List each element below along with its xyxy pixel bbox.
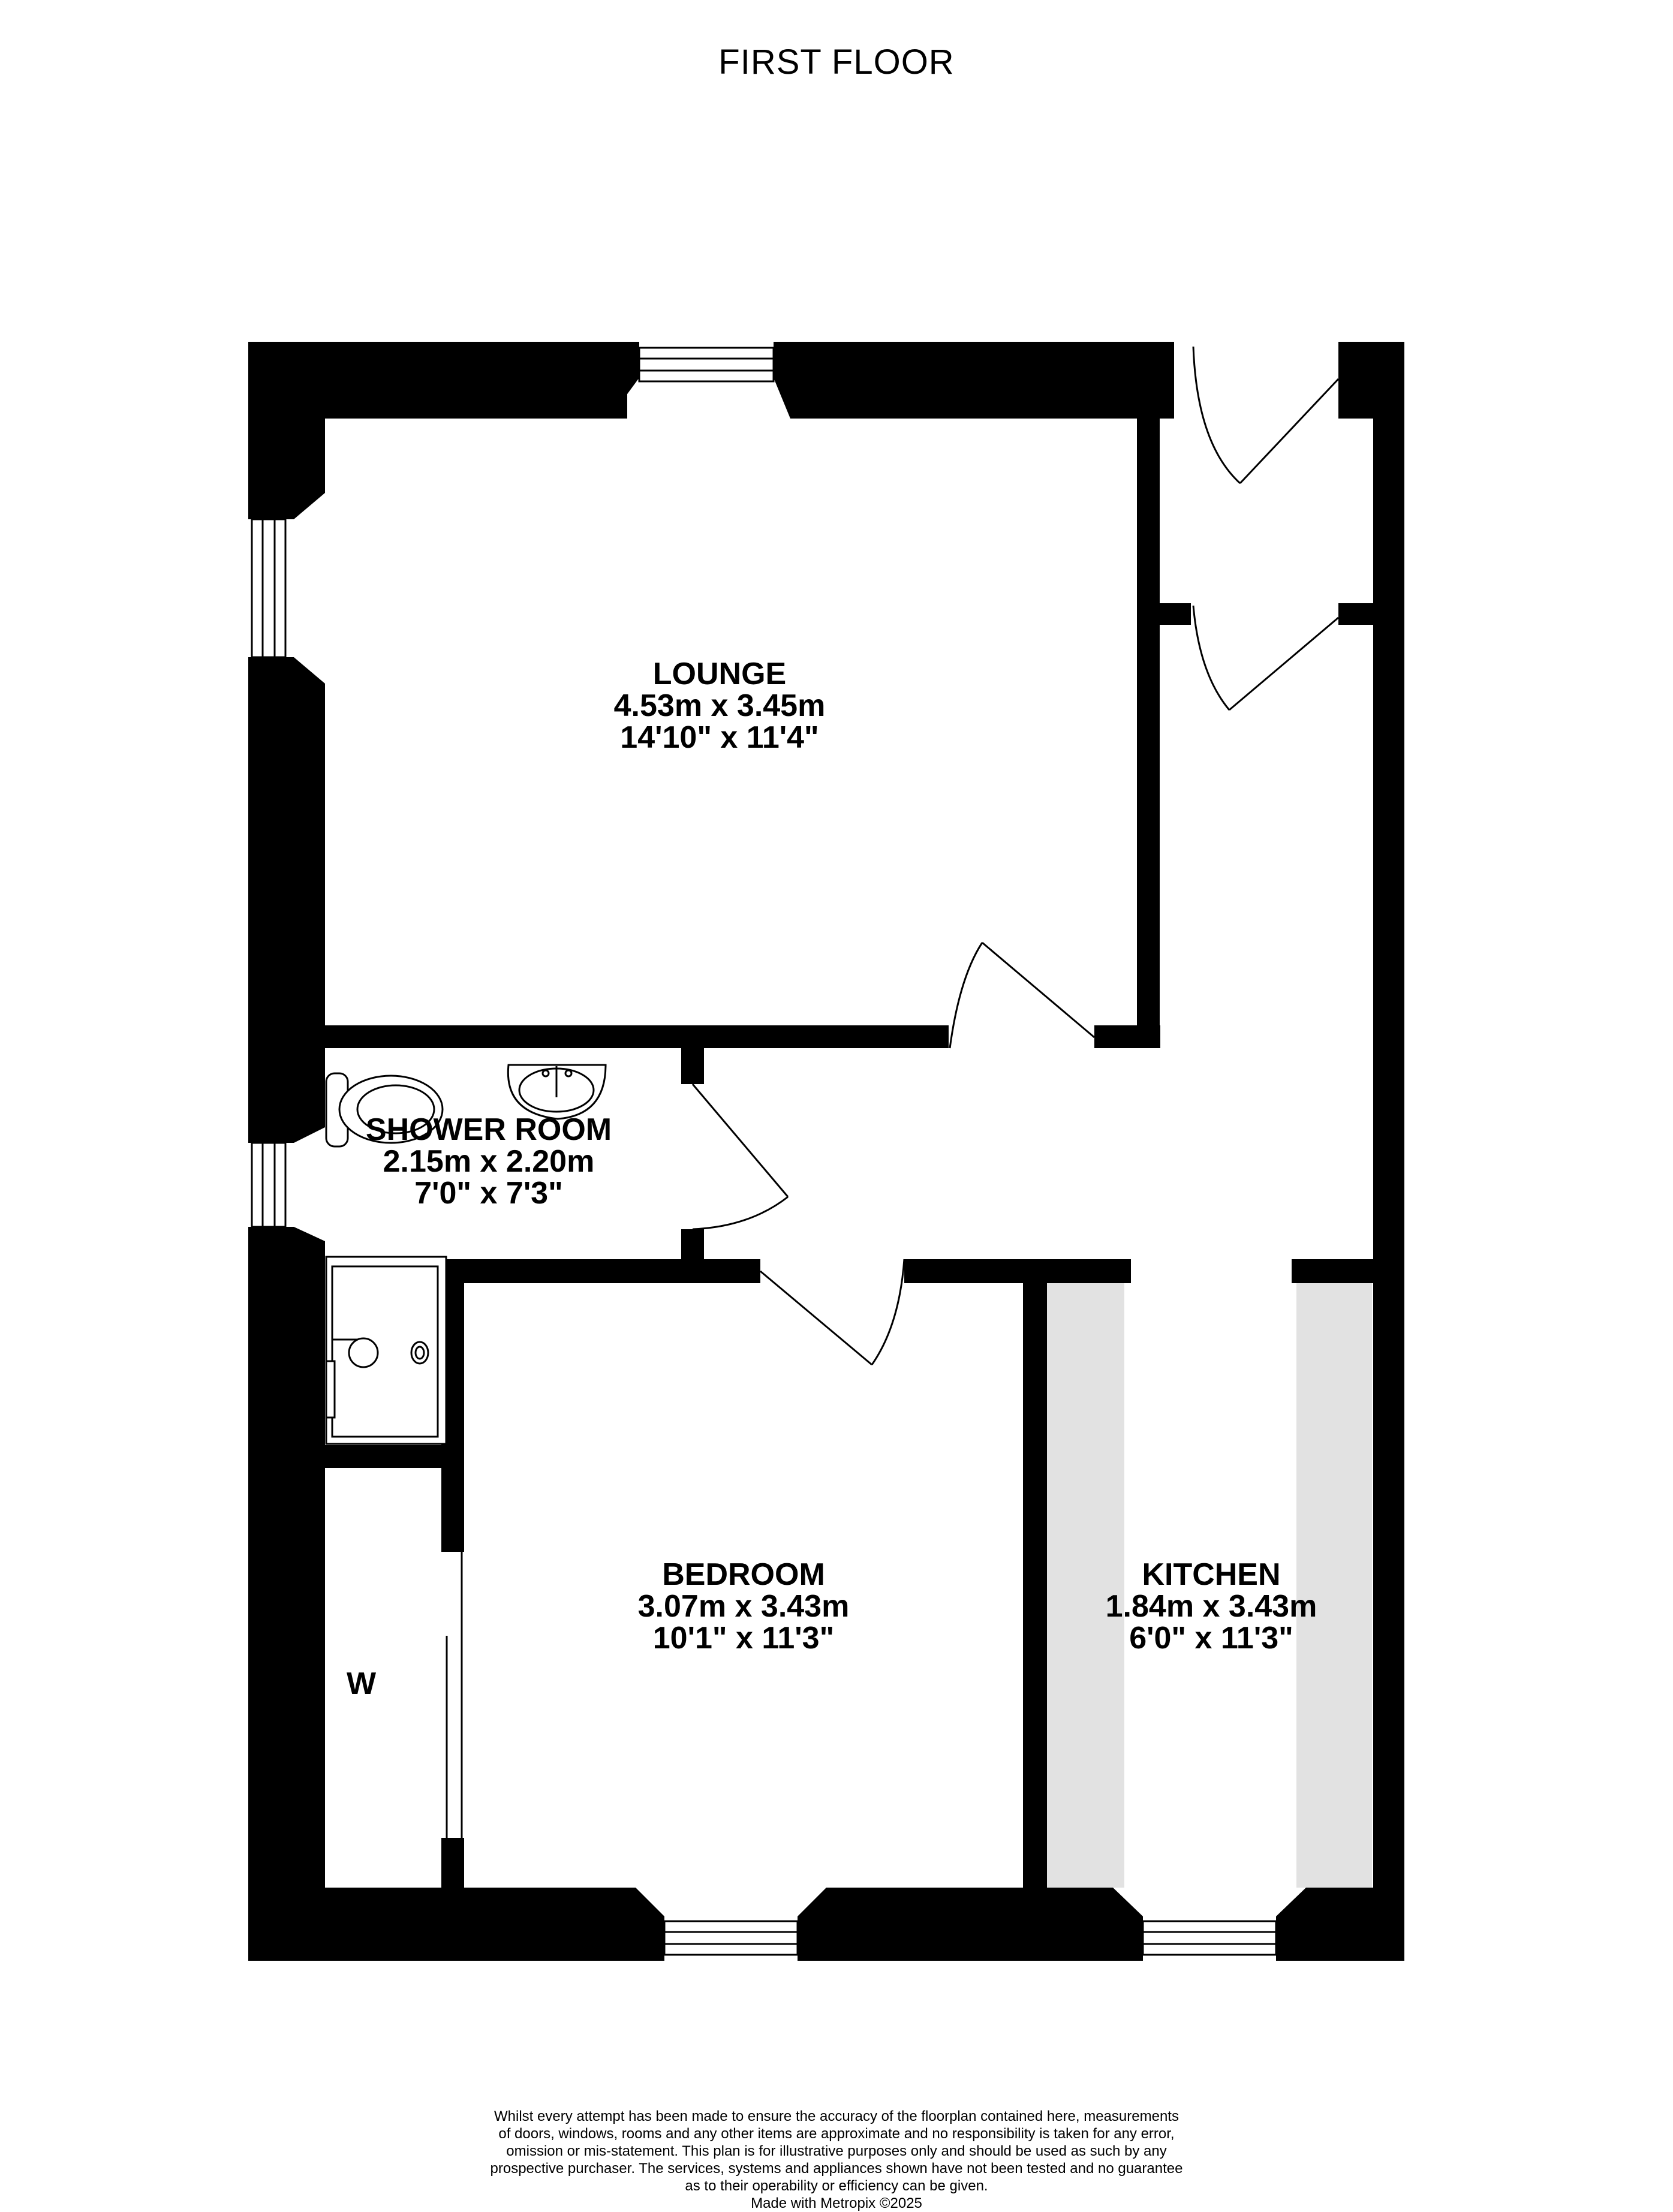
wall-wardrobe-top — [441, 1468, 464, 1552]
bedroom-metric: 3.07m x 3.43m — [637, 1589, 850, 1624]
wall-wardrobe-bottom — [441, 1838, 464, 1888]
wall-lounge-bottom — [325, 1025, 949, 1048]
kitchen-worktop-left — [1046, 1282, 1124, 1888]
disclaimer-line: as to their operability or efficiency ca… — [685, 2178, 988, 2194]
wall-bottom-c — [1306, 1888, 1404, 1961]
disclaimer-line: Made with Metropix ©2025 — [751, 2195, 922, 2211]
wall-lounge-right — [1137, 419, 1160, 1048]
disclaimer: Whilst every attempt has been made to en… — [0, 2108, 1673, 2212]
kitchen-metric: 1.84m x 3.43m — [1105, 1589, 1317, 1624]
shower-room-label: SHOWER ROOM 2.15m x 2.20m 7'0" x 7'3" — [348, 1112, 630, 1211]
door-bedroom — [760, 1259, 905, 1366]
lounge-imperial: 14'10" x 11'4" — [620, 720, 819, 756]
lounge-name: LOUNGE — [652, 657, 787, 691]
door-lounge — [949, 941, 1095, 1049]
window-reveals — [248, 342, 1306, 1961]
window-lounge-left — [251, 518, 287, 658]
disclaimer-line: omission or mis-statement. This plan is … — [506, 2143, 1167, 2159]
wall-hall-stub-right — [1338, 603, 1404, 625]
wall-left-c — [248, 1241, 325, 1961]
wardrobe-label: W — [347, 1666, 377, 1701]
shower-room-name: SHOWER ROOM — [365, 1112, 612, 1147]
wardrobe-doors — [446, 1552, 463, 1838]
wall-bottom-a — [248, 1888, 636, 1961]
door-hall — [1192, 605, 1339, 711]
wall-hall-stub-left — [1137, 603, 1191, 625]
wall-shower-bottom — [325, 1445, 464, 1468]
lounge-label: LOUNGE 4.53m x 3.45m 14'10" x 11'4" — [594, 658, 845, 754]
doors — [691, 346, 1340, 1366]
wall-left-b — [248, 684, 325, 1127]
wall-bedroom-top-a — [441, 1259, 760, 1283]
wash-basin — [507, 1064, 607, 1120]
disclaimer-line: of doors, windows, rooms and any other i… — [498, 2126, 1175, 2142]
window-kitchen-bottom — [1142, 1920, 1277, 1956]
wall-right — [1373, 342, 1404, 1961]
shower-tray — [325, 1256, 447, 1445]
walls — [248, 342, 1404, 1961]
shower-fixtures — [325, 1064, 607, 1445]
door-entrance — [1192, 346, 1340, 484]
disclaimer-line: Whilst every attempt has been made to en… — [494, 2108, 1179, 2124]
wall-bottom-b — [826, 1888, 1113, 1961]
kitchen-worktop-right — [1296, 1282, 1372, 1888]
kitchen-label: KITCHEN 1.84m x 3.43m 6'0" x 11'3" — [1085, 1557, 1337, 1656]
windows — [251, 347, 1277, 1956]
disclaimer-line: prospective purchaser. The services, sys… — [490, 2160, 1183, 2177]
wall-kitchen-left — [1023, 1259, 1047, 1961]
window-lounge-top — [638, 347, 775, 383]
window-bedroom-bottom — [663, 1920, 799, 1956]
wall-top-right — [802, 342, 1174, 419]
floor-title: FIRST FLOOR — [718, 43, 955, 82]
kitchen-imperial: 6'0" x 11'3" — [1129, 1621, 1293, 1656]
shower-room-imperial: 7'0" x 7'3" — [414, 1176, 563, 1211]
door-shower — [691, 1084, 789, 1230]
lounge-metric: 4.53m x 3.45m — [613, 688, 826, 724]
bedroom-name: BEDROOM — [662, 1557, 825, 1592]
shower-room-metric: 2.15m x 2.20m — [383, 1144, 595, 1179]
wall-kitchen-top-right — [1292, 1259, 1404, 1283]
bedroom-label: BEDROOM 3.07m x 3.43m 10'1" x 11'3" — [618, 1557, 869, 1656]
wall-shower-right-a — [681, 1048, 704, 1084]
wall-bedroom-top-b — [904, 1259, 1131, 1283]
wall-left-a — [248, 342, 325, 493]
window-shower-left — [251, 1142, 287, 1228]
kitchen-name: KITCHEN — [1142, 1557, 1281, 1592]
bedroom-imperial: 10'1" x 11'3" — [652, 1621, 835, 1656]
wall-lounge-right-stub — [1094, 1025, 1160, 1048]
toilet — [325, 1072, 444, 1148]
